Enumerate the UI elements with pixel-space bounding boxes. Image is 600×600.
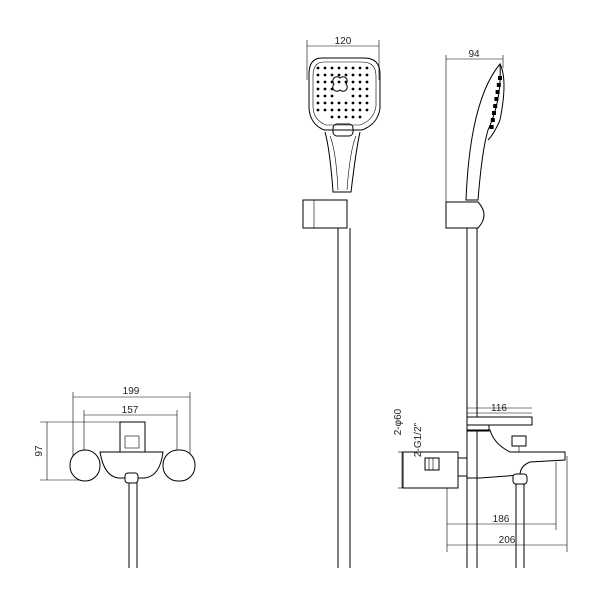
side-nozzle [495, 90, 500, 94]
nozzle-dot [365, 108, 369, 112]
side-nozzle [493, 104, 498, 108]
nozzle-dot [358, 115, 362, 119]
connector-nut [457, 457, 468, 477]
dimension-186: 186 [493, 514, 510, 525]
side-nozzles [489, 76, 502, 129]
flange-diameter-label: 2-φ60 [393, 408, 404, 435]
diverter-knob [511, 435, 527, 447]
nozzle-dot [351, 94, 355, 98]
nozzle-dot [337, 101, 341, 105]
nozzle-dot [344, 73, 348, 77]
nozzle-dot [351, 80, 355, 84]
side-nozzle [492, 111, 496, 115]
nozzle-dot [358, 94, 362, 98]
nozzle-dot [323, 101, 327, 105]
side-nozzle [494, 97, 499, 101]
dimension-120: 120 [335, 36, 352, 47]
dimension-116: 116 [491, 403, 507, 414]
spray-nozzles [316, 66, 369, 119]
nozzle-dot [358, 66, 362, 70]
hand-shower-side-view: 94 [445, 49, 505, 568]
thread-size-label: 2-G1/2" [413, 422, 424, 457]
nozzle-dot [337, 73, 341, 77]
nozzle-dot [316, 94, 320, 98]
nozzle-dot [365, 66, 369, 70]
nozzle-dot [344, 66, 348, 70]
shower-head-profile [465, 62, 501, 201]
nozzle-dot [344, 108, 348, 112]
mixer-handle [119, 421, 146, 453]
nozzle-dot [351, 115, 355, 119]
shower-holder-side [445, 201, 485, 229]
nozzle-dot [365, 73, 369, 77]
hand-shower-front-view: 120 [302, 36, 381, 568]
nozzle-dot [337, 115, 341, 119]
nozzle-dot [351, 87, 355, 91]
left-eccentric [69, 449, 101, 482]
nozzle-dot [323, 66, 327, 70]
nozzle-dot [330, 94, 334, 98]
nozzle-dot [330, 101, 334, 105]
mixer-front-view: 199 157 97 [34, 386, 196, 568]
dimension-94: 94 [468, 49, 480, 60]
spray-mode-button [332, 123, 354, 137]
nozzle-dot [316, 66, 320, 70]
nozzle-dot [337, 66, 341, 70]
nozzle-dot [316, 87, 320, 91]
nozzle-dot [316, 108, 320, 112]
side-nozzle [490, 118, 495, 122]
nozzle-dot [351, 101, 355, 105]
nozzle-dot [358, 73, 362, 77]
dimension-97: 97 [34, 445, 45, 457]
nozzle-dot [365, 80, 369, 84]
center-nozzle-cluster [332, 76, 348, 92]
thread-inlet [424, 457, 440, 471]
nozzle-dot [330, 108, 334, 112]
nozzle-dot [351, 66, 355, 70]
nozzle-dot [365, 101, 369, 105]
nozzle-dot [323, 73, 327, 77]
nozzle-dot [365, 87, 369, 91]
hose-nut [124, 472, 139, 484]
nozzle-dot [351, 73, 355, 77]
dimension-157: 157 [122, 405, 139, 416]
nozzle-dot [358, 87, 362, 91]
nozzle-dot [344, 101, 348, 105]
dimension-206: 206 [499, 535, 516, 546]
nozzle-dot [316, 73, 320, 77]
nozzle-dot [365, 94, 369, 98]
nozzle-dot [316, 80, 320, 84]
nozzle-dot [323, 87, 327, 91]
nozzle-dot [330, 66, 334, 70]
nozzle-dot [337, 80, 341, 84]
right-eccentric [162, 449, 196, 482]
nozzle-dot [358, 101, 362, 105]
mixer-side-view: 116 2-φ60 2-G1/2" 186 206 [393, 403, 568, 568]
nozzle-dot [323, 108, 327, 112]
dimension-199: 199 [123, 386, 140, 397]
nozzle-dot [323, 94, 327, 98]
shower-head-face [308, 57, 381, 131]
nozzle-dot [330, 73, 334, 77]
shower-handle [324, 131, 361, 193]
nozzle-dot [330, 115, 334, 119]
side-nozzle [489, 125, 494, 129]
mixer-body [99, 451, 164, 479]
nozzle-dot [323, 80, 327, 84]
shower-holder [302, 199, 348, 229]
lever-handle [466, 416, 533, 426]
nozzle-dot [351, 108, 355, 112]
nozzle-dot [358, 80, 362, 84]
hose-outlet-nut [512, 473, 528, 485]
side-nozzle [496, 83, 501, 87]
nozzle-dot [344, 115, 348, 119]
side-nozzle [498, 76, 502, 80]
nozzle-dot [358, 108, 362, 112]
nozzle-dot [316, 101, 320, 105]
nozzle-dot [337, 108, 341, 112]
